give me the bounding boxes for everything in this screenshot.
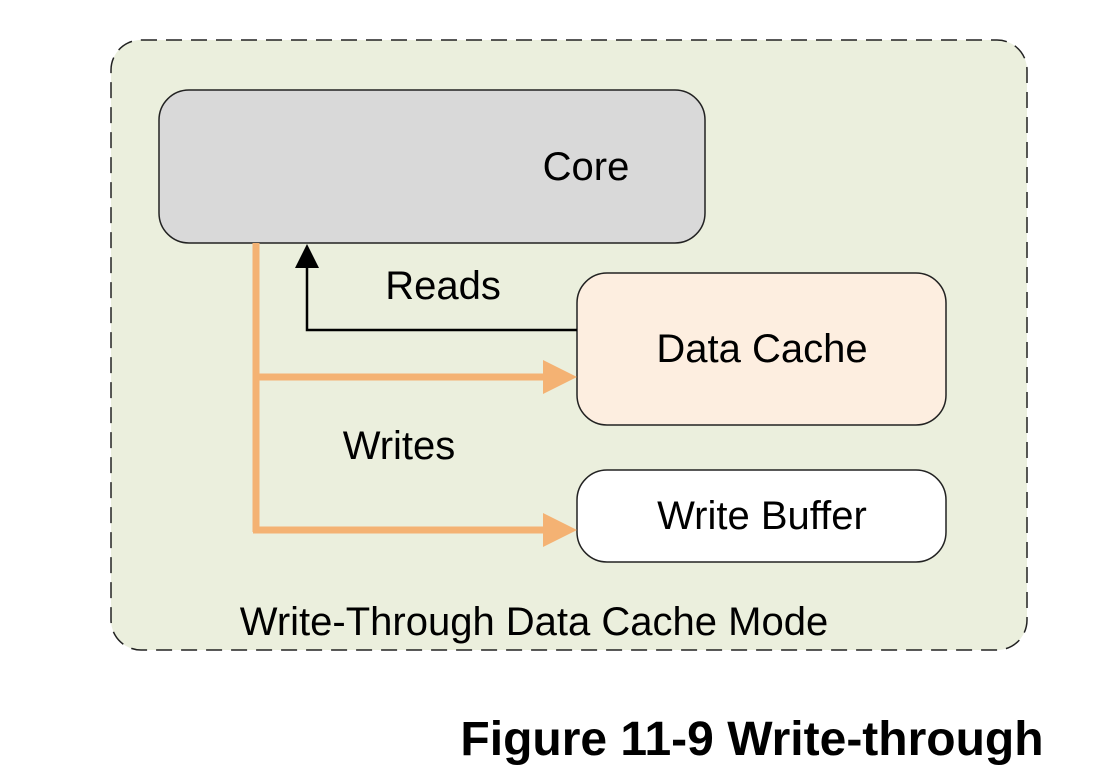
core-label: Core (543, 145, 630, 189)
writes-to-cache-arrowhead-icon (543, 360, 577, 394)
reads-arrow-line (305, 268, 577, 332)
data-cache-node: Data Cache (576, 272, 947, 426)
reads-label: Reads (385, 264, 501, 308)
reads-arrowhead-icon (295, 244, 319, 268)
reads-edge: Reads (295, 244, 577, 332)
write-buffer-node: Write Buffer (576, 469, 947, 563)
write-buffer-label: Write Buffer (657, 494, 867, 538)
figure-caption: Figure 11-9 Write-through (460, 713, 1043, 766)
writes-to-buffer-arrowhead-icon (543, 513, 577, 547)
writes-label: Writes (343, 424, 456, 468)
container-label: Write-Through Data Cache Mode (240, 600, 828, 644)
writes-edge: Writes (252, 243, 577, 547)
core-node: Core (158, 89, 706, 244)
data-cache-label: Data Cache (656, 327, 867, 371)
